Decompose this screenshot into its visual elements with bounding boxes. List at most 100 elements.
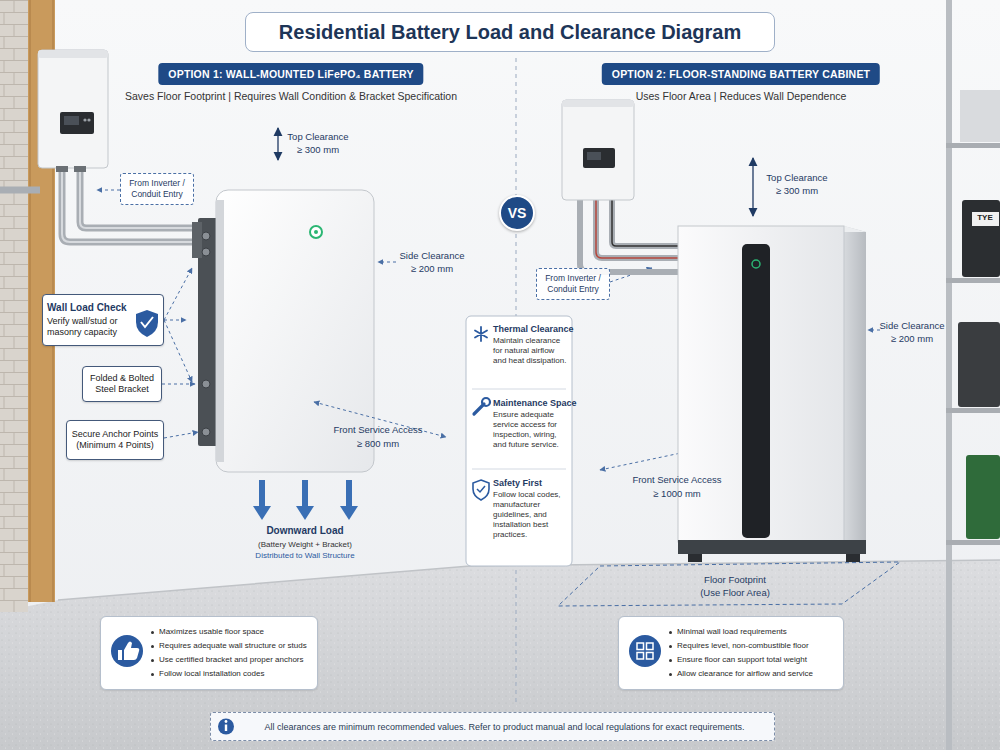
dimension-value: ≥ 800 mm: [357, 438, 399, 449]
load-arrow: [302, 480, 308, 508]
inverter: [562, 100, 634, 200]
leader-line: [164, 320, 186, 321]
dimension-value: ≥ 300 mm: [776, 185, 818, 196]
leader-line: [162, 384, 195, 385]
conduit-callout: From Inverter / Conduit Entry: [120, 173, 194, 205]
node-text: Thermal Clearance: [493, 324, 567, 334]
inverter: [583, 148, 615, 168]
dimension-value: ≥ 300 mm: [297, 144, 339, 155]
box-tag: TYE: [977, 213, 993, 222]
shield-icon: [477, 486, 485, 492]
dimension-label: Top Clearance: [766, 172, 827, 183]
info-section: Thermal ClearanceMaintain clearance for …: [468, 320, 570, 370]
shelf: [946, 0, 1000, 750]
node-text: Wall Load Check: [47, 302, 137, 315]
node-text: Allow clearance for airflow and service: [677, 667, 837, 681]
load-arrow: [346, 480, 352, 508]
wall-battery: [202, 428, 210, 436]
dimension-line: [868, 330, 880, 331]
wall-battery: [310, 226, 322, 238]
inverter: [612, 198, 680, 246]
diagram-title: Residential Battery Load and Clearance D…: [245, 12, 775, 52]
room: [0, 560, 1000, 750]
node-text: Follow local installation codes: [159, 667, 311, 681]
leader-line: [164, 268, 192, 320]
dimension-label: Front Service Access: [333, 424, 422, 435]
info-panel: [472, 389, 566, 469]
node-text: Ensure adequate service access for inspe…: [493, 410, 567, 450]
node-text: Maintain clearance for natural airflow a…: [493, 336, 567, 366]
info-panel: [466, 316, 572, 566]
anchor-callout: Secure Anchor Points (Minimum 4 Points): [66, 420, 164, 460]
inverter: [562, 100, 634, 107]
battery-cabinet: [844, 226, 866, 548]
node-text: From Inverter / Conduit Entry: [539, 273, 607, 294]
dimension-label: Top Clearance: [287, 131, 348, 142]
load-arrow: [259, 480, 265, 508]
inverter: [87, 118, 90, 121]
battery-cabinet: [752, 260, 760, 268]
dimension-line: [314, 402, 446, 437]
wrench-icon: [474, 404, 484, 414]
option-header: OPTION 2: FLOOR-STANDING BATTERY CABINET: [602, 63, 880, 85]
node-text: Secure Anchor Points (Minimum 4 Points): [71, 429, 159, 452]
dimension-line: [558, 562, 900, 606]
shelf: [962, 200, 1000, 277]
inverter: [56, 166, 68, 172]
battery-cabinet: [742, 244, 770, 538]
dimension-label: Front Service Access: [632, 474, 721, 485]
node-text: Safety First: [493, 478, 567, 488]
wall-battery: [202, 248, 210, 256]
node-text: From Inverter / Conduit Entry: [123, 178, 191, 199]
battery-cabinet: [678, 226, 866, 562]
wall-battery: [202, 232, 210, 240]
option-subtitle: Uses Floor Area | Reduces Wall Dependenc…: [636, 90, 847, 102]
inverter: [596, 198, 680, 258]
dimension-label: Side Clearance: [880, 320, 945, 331]
inverter: [60, 112, 94, 134]
node-text: OPTION 1: WALL-MOUNTED LiFePO₄ BATTERY: [168, 68, 413, 80]
node-text: Maximizes usable floor space: [159, 625, 311, 639]
footnote-box: All clearances are minimum recommended v…: [210, 712, 775, 741]
info-section: Safety FirstFollow local codes, manufact…: [468, 474, 570, 544]
load-arrow: [296, 506, 314, 520]
info-panel: [466, 316, 572, 566]
conduit-callout: From Inverter / Conduit Entry: [536, 268, 610, 300]
node-text: OPTION 2: FLOOR-STANDING BATTERY CABINET: [612, 68, 870, 80]
leader-line: [164, 432, 198, 438]
node-text: Requires adequate wall structure or stud…: [159, 639, 311, 653]
battery-cabinet: [688, 554, 702, 562]
node-text: VS: [508, 205, 527, 221]
shelf: [946, 540, 1000, 545]
dimension-line: [378, 262, 396, 263]
node-text: Requires level, non-combustible floor: [677, 639, 837, 653]
inverter: [62, 168, 200, 242]
footprint-note: (Use Floor Area): [700, 587, 770, 598]
room: [0, 560, 1000, 750]
load-arrow: [253, 480, 358, 520]
shelf: [966, 455, 1000, 539]
wrench-icon: [482, 398, 490, 406]
wrench-icon: [474, 398, 490, 414]
shelf: [946, 278, 1000, 283]
shelf: [946, 143, 1000, 148]
node-text: Verify wall/stud or masonry capacity: [47, 316, 137, 339]
shield-icon: [473, 480, 489, 500]
dimension-label: Side Clearance: [400, 250, 465, 261]
dimension-value: ≥ 1000 mm: [653, 488, 700, 499]
shelf: [972, 212, 999, 226]
inverter: [587, 152, 601, 160]
option-subtitle: Saves Floor Footprint | Requires Wall Co…: [125, 90, 457, 102]
leader-line: [164, 320, 192, 382]
load-note: (Battery Weight + Bracket): [258, 540, 352, 549]
load-note: Distributed to Wall Structure: [255, 551, 354, 560]
inverter: [580, 198, 680, 272]
inverter: [596, 198, 680, 258]
dimension-line: [277, 128, 278, 160]
battery-cabinet: [846, 554, 860, 562]
shelf: [958, 322, 1000, 407]
wall-battery: [192, 222, 202, 258]
